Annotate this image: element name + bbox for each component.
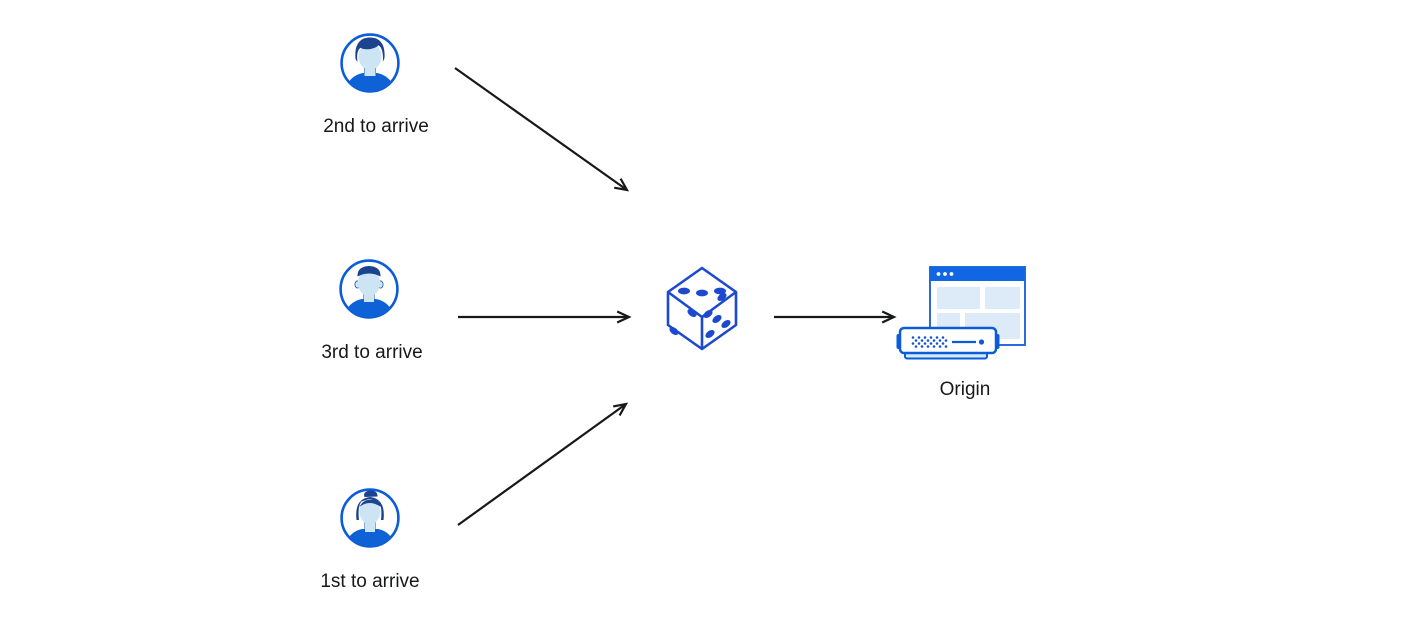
server-icon xyxy=(896,326,1000,360)
arrow-client1-to-dice xyxy=(457,402,629,526)
arrow-client2-to-dice xyxy=(454,67,630,192)
client3-label: 3rd to arrive xyxy=(321,342,423,363)
arrow-dice-to-origin xyxy=(774,310,897,324)
client1-label: 1st to arrive xyxy=(320,571,420,592)
origin-label: Origin xyxy=(939,379,991,400)
arrow-client3-to-dice xyxy=(458,310,632,324)
dice-icon xyxy=(666,266,738,351)
user-avatar-man-short-hair-icon xyxy=(339,259,399,319)
client2-label: 2nd to arrive xyxy=(323,116,429,137)
origin-icon xyxy=(896,266,1026,360)
user-avatar-woman-bun-icon xyxy=(340,488,400,548)
user-avatar-man-swept-hair-icon xyxy=(340,33,400,93)
